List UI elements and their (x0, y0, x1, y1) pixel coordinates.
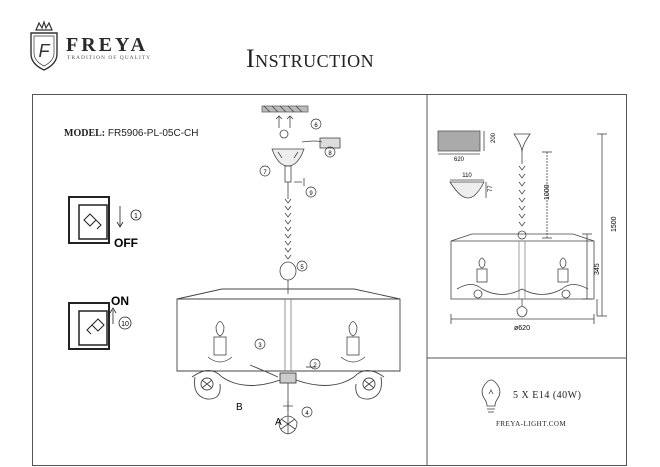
wall-switch-off: 1 OFF (68, 196, 142, 250)
off-label: OFF (114, 236, 138, 250)
crystal-pendant (278, 383, 298, 435)
dimension-drawing (437, 130, 607, 324)
document-title: Instruction (246, 44, 375, 73)
model-label: MODEL: (64, 128, 106, 139)
model-line: MODEL: FR5906-PL-05C-CH (64, 128, 198, 139)
dim-diameter: ø620 (514, 325, 530, 332)
step-3-number: 3 (258, 343, 262, 349)
brand-logo: F (30, 20, 58, 71)
bulb-spec: 5 X E14 (40W) (513, 390, 582, 401)
dim-shade-height: 345 (594, 263, 601, 275)
step-8-number: 8 (328, 151, 332, 157)
brand-tagline: TRADITION OF QUALITY (67, 55, 152, 61)
candle-left (207, 321, 233, 363)
step-7-number: 7 (263, 170, 267, 176)
dim-chain-length: 1000 (544, 184, 551, 200)
step-1-number: 1 (134, 213, 138, 220)
part-a-label: A (275, 417, 282, 428)
ceiling-mount (261, 105, 341, 186)
step-2-number: 2 (313, 363, 317, 369)
step-10-number: 10 (121, 321, 129, 328)
candle-right (340, 321, 366, 363)
arms (191, 364, 385, 400)
brand-name: FREYA (66, 34, 149, 56)
dim-overall-height: 1500 (611, 216, 618, 232)
bulb-icon (481, 379, 501, 413)
step-5-number: 5 (300, 265, 304, 271)
lamp-shade (176, 288, 401, 372)
step-6-number: 6 (314, 123, 318, 129)
assembly-diagram: 1 OFF ON 10 6 8 7 9 (68, 94, 627, 466)
chain (279, 182, 297, 294)
dim-cup-width: 110 (462, 173, 472, 179)
instruction-frame (32, 94, 627, 466)
dim-canopy-width: 620 (454, 157, 465, 163)
on-label: ON (111, 294, 129, 308)
step-4-number: 4 (305, 411, 309, 417)
wall-switch-on: ON 10 (68, 294, 132, 350)
dim-canopy-height: 200 (491, 132, 497, 143)
model-number: FR5906-PL-05C-CH (107, 128, 199, 139)
logo-letter: F (39, 41, 51, 61)
website-link[interactable]: FREYA-LIGHT.COM (496, 420, 567, 428)
step-9-number: 9 (309, 191, 313, 197)
step-markers-top: 6 8 7 9 (259, 118, 336, 198)
dim-cup-height: 77 (488, 185, 494, 192)
part-b-label: B (236, 402, 243, 413)
